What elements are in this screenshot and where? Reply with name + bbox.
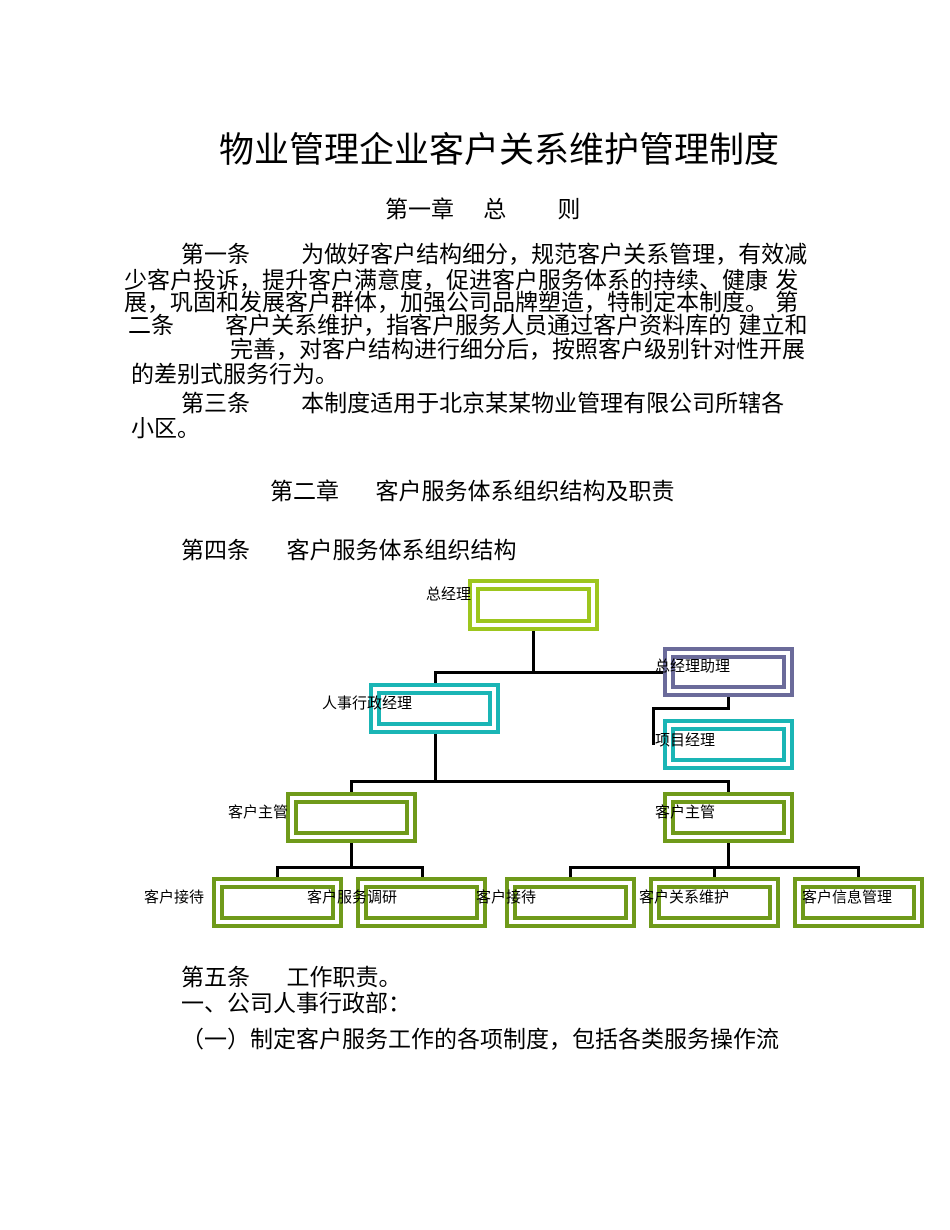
connector — [434, 734, 437, 782]
section-1-heading: 一、公司人事行政部： — [181, 991, 411, 1017]
org-label-supervisor-left: 客户主管 — [228, 803, 289, 821]
org-label-gm-assistant: 总经理助理 — [655, 657, 731, 675]
org-label-gm: 总经理 — [426, 585, 472, 603]
org-node-gm — [468, 579, 599, 631]
para-line: 的差别式服务行为。 — [131, 362, 338, 388]
org-node-hr-manager — [369, 683, 500, 734]
connector — [350, 780, 730, 783]
org-node-supervisor-right — [663, 792, 794, 843]
document-title: 物业管理企业客户关系维护管理制度 — [219, 131, 780, 171]
org-node-service-research — [356, 877, 487, 928]
connector — [350, 842, 353, 868]
connector — [421, 866, 424, 880]
connector — [434, 671, 664, 674]
org-label-supervisor-right: 客户主管 — [655, 803, 716, 821]
item-1-text: （一）制定客户服务工作的各项制度，包括各类服务操作流 — [181, 1027, 779, 1053]
org-label-reception-right: 客户接待 — [476, 888, 537, 906]
org-node-relationship — [649, 877, 780, 928]
org-node-reception-left — [212, 877, 343, 928]
para-line: 第三条 本制度适用于北京某某物业管理有限公司所辖各 — [181, 391, 785, 417]
org-node-gm-assistant — [663, 647, 794, 697]
org-label-info-mgmt: 客户信息管理 — [802, 888, 893, 906]
para-line: 第一条 为做好客户结构细分，规范客户关系管理，有效减 — [181, 242, 808, 268]
connector — [276, 866, 279, 880]
article-4-heading: 第四条 客户服务体系组织结构 — [181, 538, 517, 564]
connector — [276, 866, 424, 869]
org-node-project-manager — [663, 719, 794, 770]
org-label-hr-manager: 人事行政经理 — [322, 694, 413, 712]
org-label-reception-left: 客户接待 — [144, 888, 205, 906]
connector — [713, 866, 716, 880]
connector — [652, 707, 730, 710]
connector — [727, 697, 730, 709]
connector — [434, 671, 437, 685]
chapter-1-heading: 第一章 总 则 — [385, 197, 581, 223]
connector — [727, 780, 730, 794]
org-node-supervisor-left — [286, 792, 417, 843]
org-label-project-manager: 项目经理 — [655, 731, 716, 749]
org-node-reception-right — [505, 877, 636, 928]
org-label-service-research: 客户服务调研 — [307, 888, 398, 906]
chapter-2-heading: 第二章 客户服务体系组织结构及职责 — [270, 479, 675, 505]
connector — [652, 707, 655, 745]
connector — [727, 842, 730, 868]
article-5-heading: 第五条 工作职责。 — [181, 965, 402, 991]
para-line: 展，巩固和发展客户群体，加强公司品牌塑造，特制定本制度。 第 — [124, 290, 799, 316]
org-node-info-mgmt — [793, 877, 924, 928]
para-line: 小区。 — [131, 416, 200, 442]
para-line: 完善，对客户结构进行细分后，按照客户级别针对性开展 — [230, 337, 805, 363]
para-line: 二条 客户关系维护，指客户服务人员通过客户资料库的 建立和 — [128, 313, 808, 339]
connector — [857, 866, 860, 880]
para-line: 少客户投诉，提升客户满意度，促进客户服务体系的持续、健康 发 — [124, 268, 799, 294]
connector — [569, 866, 572, 880]
connector — [532, 631, 535, 673]
connector — [350, 780, 353, 794]
org-label-relationship: 客户关系维护 — [639, 888, 730, 906]
